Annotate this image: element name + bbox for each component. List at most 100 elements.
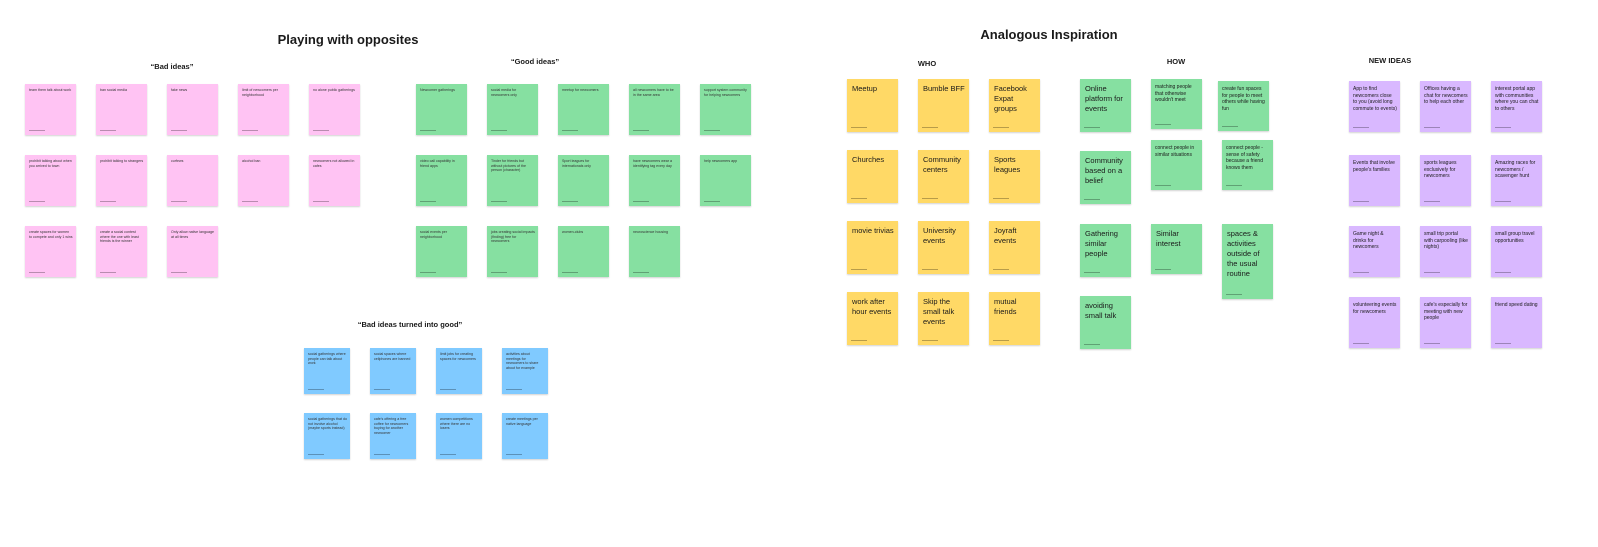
sticky-note-good-idea[interactable]: video call capability in friend apps [416, 155, 467, 206]
note-author [308, 453, 324, 455]
note-text: create a social contest where the one wi… [100, 230, 139, 244]
note-text: limit jobs for creating spaces for newco… [440, 352, 476, 361]
sticky-note-new-idea[interactable]: Events that involve people's families [1349, 155, 1400, 206]
sticky-note-new-idea[interactable]: Offices having a chat for newcomers to h… [1420, 81, 1471, 132]
sticky-note-who[interactable]: Meetup [847, 79, 898, 132]
sticky-note-bad-into-good[interactable]: social gatherings where people can talk … [304, 348, 350, 394]
note-text: Sports leagues [994, 155, 1021, 174]
sticky-note-good-idea[interactable]: all newcomers have to be in the same are… [629, 84, 680, 135]
note-text: mutual friends [994, 297, 1017, 316]
sticky-note-new-idea[interactable]: sports leagues exclusively for newcomers [1420, 155, 1471, 206]
sticky-note-bad-into-good[interactable]: women competitions where there are no lo… [436, 413, 482, 459]
sticky-note-good-idea[interactable]: Newcomer gatherings [416, 84, 467, 135]
sticky-note-bad-into-good[interactable]: limit jobs for creating spaces for newco… [436, 348, 482, 394]
sticky-note-bad-idea[interactable]: fake news [167, 84, 218, 135]
note-text: support system community for helping new… [704, 88, 747, 97]
sticky-note-bad-idea[interactable]: limit of newcomers per neighborhood [238, 84, 289, 135]
sticky-note-new-idea[interactable]: Game night & drinks for newcomers [1349, 226, 1400, 277]
sticky-note-who[interactable]: work after hour events [847, 292, 898, 345]
sticky-note-bad-into-good[interactable]: create meetings per native language [502, 413, 548, 459]
sticky-note-new-idea[interactable]: cafe's especially for meeting with new p… [1420, 297, 1471, 348]
note-author [1084, 198, 1100, 200]
note-author [313, 200, 329, 202]
sticky-note-bad-into-good[interactable]: cafe's offering a free coffee for newcom… [370, 413, 416, 459]
note-text: Game night & drinks for newcomers [1353, 231, 1384, 251]
sticky-note-good-idea[interactable]: jobs creating social impacts (finding) f… [487, 226, 538, 277]
sticky-note-bad-idea[interactable]: create spaces for women to compete and o… [25, 226, 76, 277]
note-author [993, 268, 1009, 270]
note-author [491, 200, 507, 202]
note-author [1495, 200, 1511, 202]
note-author [1424, 200, 1440, 202]
sticky-note-who[interactable]: Joyraft events [989, 221, 1040, 274]
sticky-note-how[interactable]: Community based on a belief [1080, 151, 1131, 204]
note-text: newcomers not allowed in cafes [313, 159, 355, 168]
sticky-note-bad-idea[interactable]: newcomers not allowed in cafes [309, 155, 360, 206]
note-author [1084, 343, 1100, 345]
sticky-note-good-idea[interactable]: help newcomers app [700, 155, 751, 206]
sticky-note-how[interactable]: matching people that otherwise wouldn't … [1151, 79, 1202, 129]
note-text: Tinder for friends but without pictures … [491, 159, 526, 173]
sticky-note-new-idea[interactable]: App to find newcomers close to you (avoi… [1349, 81, 1400, 132]
sticky-note-good-idea[interactable]: Sport leagues for internationals only [558, 155, 609, 206]
sticky-note-new-idea[interactable]: small trip portal with carpooling (like … [1420, 226, 1471, 277]
sticky-note-how[interactable]: create fun spaces for people to meet oth… [1218, 81, 1269, 131]
sticky-note-good-idea[interactable]: neuroscience housing [629, 226, 680, 277]
sticky-note-good-idea[interactable]: women-clubs [558, 226, 609, 277]
sticky-note-new-idea[interactable]: small group travel opportunities [1491, 226, 1542, 277]
sticky-note-who[interactable]: Skip the small talk events [918, 292, 969, 345]
sticky-note-bad-idea[interactable]: Only allow native language at all times [167, 226, 218, 277]
note-author [100, 271, 116, 273]
note-text: help newcomers app [704, 159, 738, 163]
sticky-note-good-idea[interactable]: meetup for newcomers [558, 84, 609, 135]
sticky-note-who[interactable]: Sports leagues [989, 150, 1040, 203]
note-author [1084, 271, 1100, 273]
sticky-note-how[interactable]: Gathering similar people [1080, 224, 1131, 277]
sticky-note-who[interactable]: University events [918, 221, 969, 274]
sticky-note-bad-idea[interactable]: ban social media [96, 84, 147, 135]
sticky-note-good-idea[interactable]: have newcomers wear a identifying tag ev… [629, 155, 680, 206]
sticky-note-who[interactable]: Community centers [918, 150, 969, 203]
sticky-note-new-idea[interactable]: friend speed dating [1491, 297, 1542, 348]
sticky-note-good-idea[interactable]: social events per neighborhood [416, 226, 467, 277]
playing-with-opposites-title: Playing with opposites [277, 32, 419, 47]
sticky-note-who[interactable]: movie trivias [847, 221, 898, 274]
note-author [242, 200, 258, 202]
note-text: small trip portal with carpooling (like … [1424, 231, 1468, 251]
note-text: Sport leagues for internationals only [562, 159, 591, 168]
sticky-note-bad-idea[interactable]: prohibit talking to strangers [96, 155, 147, 206]
sticky-note-who[interactable]: Churches [847, 150, 898, 203]
note-text: fake news [171, 88, 188, 92]
note-text: meetup for newcomers [562, 88, 599, 92]
sticky-note-who[interactable]: Bumble BFF [918, 79, 969, 132]
sticky-note-bad-idea[interactable]: curfews [167, 155, 218, 206]
note-text: social gatherings where people can talk … [308, 352, 346, 366]
sticky-note-good-idea[interactable]: social media for newcomers only [487, 84, 538, 135]
sticky-note-bad-idea[interactable]: create a social contest where the one wi… [96, 226, 147, 277]
sticky-note-how[interactable]: connect people in similar situations [1151, 140, 1202, 190]
sticky-note-who[interactable]: Facebook Expat groups [989, 79, 1040, 132]
sticky-note-new-idea[interactable]: interest portal app with communities whe… [1491, 81, 1542, 132]
sticky-note-bad-idea[interactable]: prohibit talking about when you arrived … [25, 155, 76, 206]
sticky-note-bad-idea[interactable]: alcohol ban [238, 155, 289, 206]
sticky-note-good-idea[interactable]: support system community for helping new… [700, 84, 751, 135]
note-text: work after hour events [852, 297, 892, 316]
sticky-note-how[interactable]: spaces & activities outside of the usual… [1222, 224, 1273, 299]
note-text: Meetup [852, 84, 878, 93]
sticky-note-how[interactable]: connect people - sense of safety because… [1222, 140, 1273, 190]
sticky-note-how[interactable]: Online platform for events [1080, 79, 1131, 132]
sticky-note-bad-into-good[interactable]: social spaces where cellphones are banne… [370, 348, 416, 394]
note-text: University events [923, 226, 956, 245]
sticky-note-new-idea[interactable]: Amazing races for newcomers / scavenger … [1491, 155, 1542, 206]
sticky-note-how[interactable]: avoiding small talk [1080, 296, 1131, 349]
sticky-note-bad-idea[interactable]: no alone public gatherings [309, 84, 360, 135]
sticky-note-who[interactable]: mutual friends [989, 292, 1040, 345]
sticky-note-bad-into-good[interactable]: activities about meetings for newcomers … [502, 348, 548, 394]
sticky-note-good-idea[interactable]: Tinder for friends but without pictures … [487, 155, 538, 206]
sticky-note-how[interactable]: Similar interest [1151, 224, 1202, 274]
sticky-note-new-idea[interactable]: volunteering events for newcomers [1349, 297, 1400, 348]
note-text: jobs creating social impacts (finding) f… [491, 230, 535, 244]
sticky-note-bad-into-good[interactable]: social gatherings that do not involve al… [304, 413, 350, 459]
sticky-note-bad-idea[interactable]: team them talk about work [25, 84, 76, 135]
